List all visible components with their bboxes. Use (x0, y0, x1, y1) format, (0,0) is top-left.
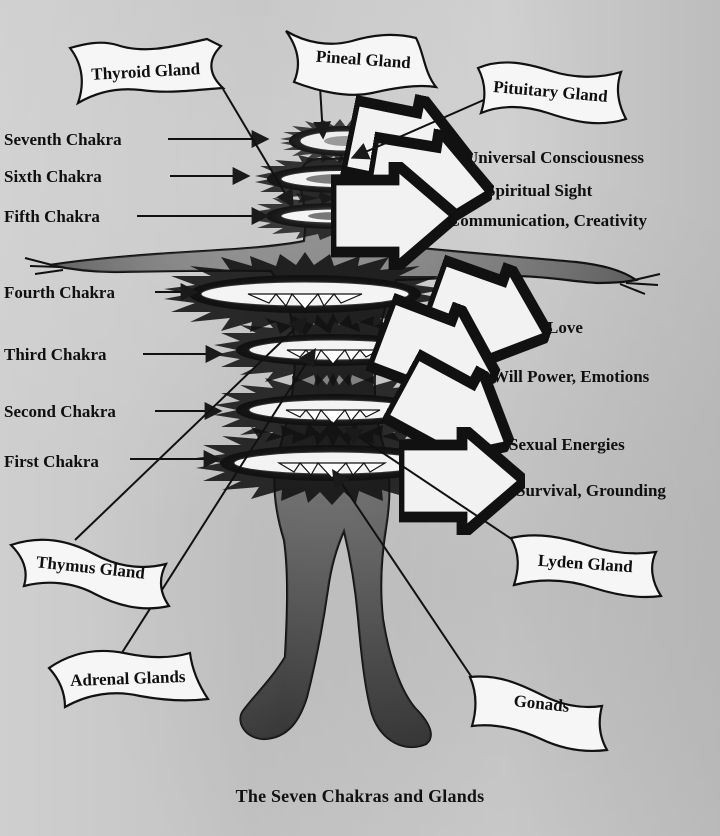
thyroid-pointer (222, 88, 294, 209)
chakra-ring-fifth (252, 192, 423, 240)
spiritual-sight-arrow (414, 180, 475, 190)
lyden-pointer (344, 426, 523, 547)
communication-creativity-label: Communication, Creativity (448, 211, 647, 230)
thyroid-banner: Thyroid Gland (68, 37, 226, 106)
lyden-banner: Lyden Gland (509, 534, 663, 599)
sexual-energies-arrow (460, 418, 495, 437)
fourth-chakra-label: Fourth Chakra (4, 283, 115, 302)
pineal-banner: Pineal Gland (285, 30, 439, 96)
diagram-caption: The Seven Chakras and Glands (235, 786, 485, 806)
pituitary-banner: Pituitary Gland (476, 61, 628, 125)
first-chakra-label: First Chakra (4, 452, 99, 471)
love-arrow (477, 310, 533, 330)
thymus-pointer (74, 316, 308, 541)
sexual-energies-label: Sexual Energies (509, 435, 625, 454)
gonads-banner: Gonads (468, 675, 609, 753)
pituitary-pointer (350, 98, 487, 160)
gonads-pointer (331, 469, 482, 692)
third-chakra-label: Third Chakra (4, 345, 107, 364)
chakra-labels: Seventh Chakra Sixth Chakra Fifth Chakra… (4, 130, 122, 471)
thymus-banner: Thymus Gland (8, 538, 171, 610)
right-fingers (619, 273, 661, 295)
outcome-arrows (385, 143, 533, 481)
outcome-labels: Universal Consciousness Spiritual Sight … (448, 148, 666, 500)
spiritual-sight-label: Spiritual Sight (486, 181, 593, 200)
chakra-ring-first (196, 421, 468, 505)
sixth-chakra-label: Sixth Chakra (4, 167, 102, 186)
universal-consciousness-label: Universal Consciousness (466, 148, 644, 167)
love-label: Love (547, 318, 583, 337)
seventh-chakra-label: Seventh Chakra (4, 130, 122, 149)
adrenal-glands-label: Adrenal Glands (70, 667, 186, 690)
fifth-chakra-label: Fifth Chakra (4, 207, 100, 226)
second-chakra-label: Second Chakra (4, 402, 116, 421)
left-fingers (24, 257, 64, 275)
will-power-emotions-label: Will Power, Emotions (492, 367, 650, 386)
gland-banners: Thyroid Gland Pineal Gland Pituitary Gla… (8, 30, 663, 753)
chakra-arrows (130, 130, 270, 468)
adrenal-banner: Adrenal Glands (47, 649, 210, 709)
survival-grounding-label: Survival, Grounding (516, 481, 666, 500)
will-power-arrow (444, 356, 481, 370)
